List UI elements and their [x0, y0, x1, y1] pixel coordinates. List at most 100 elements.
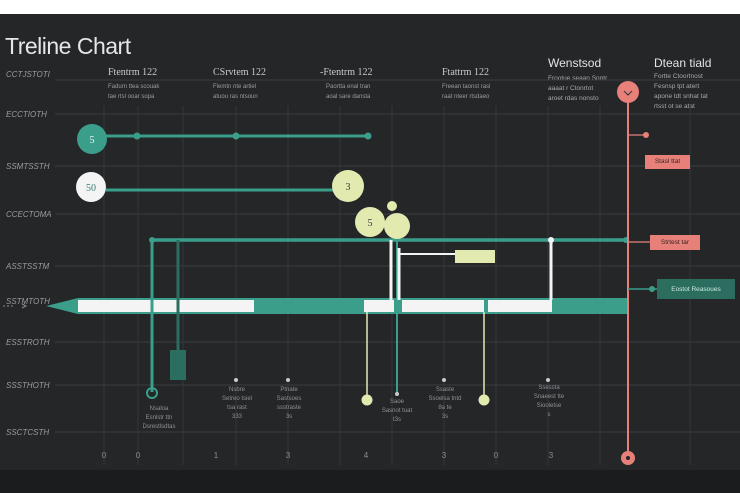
foot-dot-1 [234, 378, 238, 382]
footnote-2-line-2: Setreo tsiel [221, 396, 252, 402]
footnote-6: Ssessta Snaeest tte Siooletse s [526, 384, 572, 420]
footnote-3-line-4: 3s [285, 414, 293, 420]
footnote-1-line-3: Dsrestlsdtas [142, 424, 176, 430]
today-bottom-core [626, 456, 630, 460]
stem-a-end [146, 387, 158, 399]
main-bar-arrowhead [46, 298, 78, 314]
stem-b-block [170, 350, 186, 380]
row-label-2: ECCTIOTH [6, 110, 47, 119]
row-label-8: SSSTHOTH [6, 381, 50, 390]
column-sub-4a: Freean taonst rasl [442, 84, 491, 90]
right-heading-2: Dtean tiald [654, 56, 712, 70]
footnote-2-line-3: tsa rast [227, 405, 247, 411]
lime-dot-1 [361, 394, 373, 406]
x-tick-3: 1 [213, 451, 219, 460]
lime-dot-2 [478, 394, 490, 406]
today-top-chevron [623, 90, 633, 96]
footnote-5-line-3: 8a te [438, 405, 452, 411]
bottom-strip [0, 470, 740, 493]
row-label-6: SSTMTOTH [6, 297, 50, 306]
foot-dot-5 [546, 378, 550, 382]
footnote-5-line-2: Ssoelsa tntd [428, 396, 462, 402]
node-dot-5 [548, 237, 554, 243]
footnote-5-line-1: Ssaste [435, 387, 455, 393]
right-sub-1a: Frootue seaan Sontr [548, 75, 608, 82]
column-sub-3a: Paortta enal tran [326, 84, 371, 90]
main-bar-white-3 [402, 300, 484, 312]
node-dot-3 [364, 132, 372, 140]
right-sub-2c: apone tdt snhat tat [654, 93, 708, 100]
footnote-2-line-1: Nsbre [228, 387, 245, 393]
tag-box-1 [645, 155, 690, 169]
footnote-1-line-2: Esnlstr ttn [145, 415, 173, 421]
chart-title: Treline Chart [5, 33, 131, 59]
column-heading-4: Ftattrm 122 [442, 67, 489, 78]
footnote-1: Nsaloa Esnlstr ttn Dsrestlsdtas [134, 405, 184, 432]
footnote-2-line-4: 333 [231, 414, 242, 420]
footnote-1-line-1: Nsaloa [149, 406, 169, 412]
tag-label-2: Strtest tar [660, 239, 690, 246]
footnote-2: Nsbre Setreo tsiel tsa rast 333 [214, 386, 260, 422]
milestone-text-4: 5 [368, 218, 373, 229]
main-bar-white-1 [78, 300, 254, 312]
row-label-3: SSMTSSTH [6, 162, 50, 171]
column-sub-2b: atuou ras ntsoun [213, 94, 258, 100]
right-sub-2d: rtsst ot se atat [654, 103, 695, 110]
column-heading-2: CSrvtem 122 [213, 67, 267, 78]
tag-label-3: Eostot Reasoues [671, 286, 721, 293]
tag-box-3 [657, 279, 735, 299]
milestone-text-2: 50 [86, 183, 96, 194]
x-tick-4: 3 [285, 451, 291, 460]
row-label-9: SSCTCSTH [6, 428, 50, 437]
right-sub-1c: aroet rdas nonsto [548, 95, 599, 102]
tag-connector-3-dot [649, 286, 655, 292]
column-heading-1: Ftentrm 122 [108, 67, 158, 78]
milestone-circle-2 [76, 172, 106, 202]
x-tick-7: 0 [493, 451, 499, 460]
row-label-4: CCECTOMA [6, 210, 52, 219]
milestone-text-3: 3 [346, 182, 351, 193]
foot-dot-4 [442, 378, 446, 382]
row-label-5: ASSTSSTM [6, 262, 50, 271]
footnote-4-line-2: Sasnot tuat [381, 408, 413, 414]
footnote-3-line-1: Ptnate [280, 387, 298, 393]
foot-dot-3 [395, 392, 399, 396]
column-sub-3b: aoal sare dansta [326, 94, 371, 100]
right-sub-2a: Fortte Ctoortnost [654, 73, 703, 80]
footnote-4: Saoe Sasnot tuat t3s [374, 398, 420, 425]
milestone-circle-4 [355, 207, 385, 237]
x-tick-6: 3 [441, 451, 447, 460]
footnote-6-line-4: s [547, 412, 551, 418]
column-heading-3: -Ftentrm 122 [320, 67, 373, 78]
row-label-7: ESSTROTH [6, 338, 50, 347]
right-sub-2b: Fesnsp tpt atert [654, 83, 700, 90]
x-tick-1: 0 [101, 451, 107, 460]
main-bar-white-2 [364, 300, 394, 312]
right-sub-1b: aaaat r Ctonrtot [548, 85, 594, 92]
column-sub-1b: tae rtsl ooar sopa [108, 94, 155, 100]
row-label-1: CCTJSTOTI [6, 70, 50, 79]
today-top-marker [617, 81, 639, 103]
main-bar-white-4 [488, 300, 552, 312]
right-heading-1: Wenstsod [548, 56, 602, 70]
footnote-5: Ssaste Ssoelsa tntd 8a te 3s [422, 386, 468, 422]
node-dot-1 [133, 132, 141, 140]
milestone-circle-1 [77, 124, 107, 154]
x-tick-5: 4 [363, 451, 369, 460]
lime-block [455, 250, 495, 263]
top-border [0, 0, 740, 14]
footnote-6-line-2: Snaeest tte [533, 394, 565, 400]
x-tick-8: 3 [548, 451, 554, 460]
milestone-circle-5 [384, 213, 410, 239]
column-sub-4b: raat nteer rtsdaeo [442, 94, 490, 100]
node-dot-4 [149, 237, 155, 243]
column-sub-1a: Fadurn ttea scouak [108, 84, 160, 90]
milestone-circle-3 [332, 170, 364, 202]
row-tick-arrow [21, 303, 28, 309]
footnote-4-line-1: Saoe [389, 399, 404, 405]
footnote-5-line-4: 3s [441, 414, 449, 420]
milestone-text-1: 5 [90, 135, 95, 146]
footnote-3-line-2: Sastsoes [276, 396, 302, 402]
footnote-6-line-1: Ssessta [538, 385, 560, 391]
